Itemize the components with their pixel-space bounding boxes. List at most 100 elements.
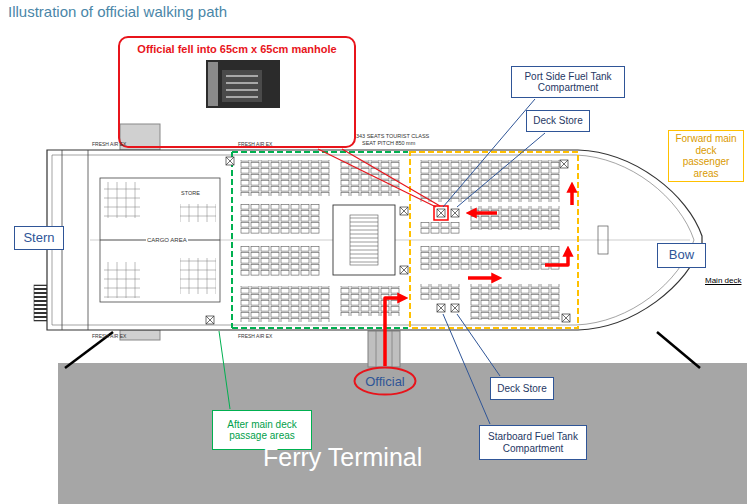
cargo-area — [104, 262, 140, 298]
hatch-symbols — [562, 314, 570, 322]
vent-label: FRESH AIR EX — [238, 334, 272, 339]
hatch-symbols — [437, 304, 445, 312]
seat-rows — [470, 284, 560, 320]
stern-bulkhead — [88, 150, 89, 330]
walking-path — [470, 211, 497, 215]
hatch-symbols — [206, 316, 214, 324]
plan-note: 343 SEATS TOURIST CLASS — [356, 134, 429, 140]
label-box: Stern — [14, 226, 64, 250]
cargo-area — [100, 178, 220, 302]
cargo-area — [104, 182, 140, 218]
hatch-symbols — [560, 160, 568, 168]
leader-line — [219, 331, 230, 409]
gangway — [392, 331, 393, 367]
cargo-area — [180, 204, 216, 222]
terminal-band: Ferry Terminal — [56, 363, 745, 504]
hatch-symbols — [226, 157, 234, 165]
hatch-symbols — [560, 160, 568, 168]
node-text: Ferry Terminal — [263, 443, 422, 472]
stairwell — [350, 215, 378, 265]
walking-path — [468, 276, 498, 280]
node-text: Forward main deck passenger areas — [672, 133, 740, 179]
label-box: Deck Store — [526, 110, 590, 132]
manhole-photo — [226, 75, 258, 77]
node-text: Deck Store — [497, 383, 546, 395]
person-ellipse: Official — [353, 366, 417, 396]
cargo-area — [100, 178, 220, 302]
hull-inner — [52, 155, 694, 325]
node-text: Starboard Fuel Tank Compartment — [484, 431, 582, 454]
seat-rows — [420, 284, 460, 300]
label-box: Starboard Fuel Tank Compartment — [479, 425, 587, 460]
label-box: Port Side Fuel Tank Compartment — [511, 66, 625, 98]
callout-pointer — [318, 149, 436, 207]
hatch-symbols — [562, 314, 570, 322]
seat-rows — [240, 246, 320, 276]
seat-rows — [240, 160, 330, 196]
manhole-highlight — [434, 206, 448, 220]
cargo-area — [180, 258, 216, 294]
room-label: STORE — [180, 190, 201, 198]
plan-note: SEAT PITCH 850 mm — [362, 141, 415, 147]
stairwell — [333, 205, 395, 275]
vent-label: FRESH AIR EX — [238, 142, 272, 147]
leader-lines — [457, 314, 500, 376]
hatch-symbols — [451, 209, 459, 217]
node-text: Deck Store — [533, 115, 582, 127]
manhole-photo — [226, 96, 258, 98]
hatch-symbols — [437, 209, 445, 217]
manhole-photo — [208, 62, 218, 106]
view-label: Main deck — [705, 277, 741, 285]
callout-pointer — [342, 149, 440, 206]
hatch-symbols — [451, 209, 459, 217]
gangway — [376, 331, 377, 367]
manhole-photo — [206, 60, 280, 108]
seat-rows — [240, 204, 320, 234]
stairwell — [333, 205, 395, 275]
callout-pointer — [318, 149, 440, 207]
manhole-photo — [226, 82, 258, 84]
node-text: Port Side Fuel Tank Compartment — [516, 71, 620, 94]
walking-path — [385, 186, 572, 366]
seat-rows — [598, 226, 608, 254]
page-title: Illustration of official walking path — [8, 3, 227, 20]
seat-rows — [420, 246, 560, 270]
stern-ladder — [34, 285, 47, 321]
hull-outline — [47, 150, 702, 330]
node-text: Bow — [669, 248, 694, 263]
after-area-outline — [232, 152, 408, 328]
seat-rows — [470, 206, 560, 230]
seat-rows — [240, 286, 330, 322]
leader-lines — [443, 314, 490, 424]
vent-label: FRESH AIR EX — [92, 334, 126, 339]
label-box: Bow — [657, 243, 706, 268]
mooring-line — [657, 332, 700, 368]
hatch-symbols — [400, 207, 408, 215]
vent-label: FRESH AIR EX — [92, 142, 126, 147]
room-label: CARGO AREA — [146, 236, 188, 244]
leader-lines — [457, 133, 545, 207]
node-text: After main deck passage areas — [217, 419, 307, 442]
seat-rows — [340, 286, 400, 316]
hatch-symbols — [437, 304, 445, 312]
seat-rows — [420, 222, 460, 234]
terminal-ground — [58, 363, 747, 504]
hatch-symbols — [400, 266, 408, 274]
hatch-symbols — [437, 209, 445, 217]
hatch-symbols — [400, 266, 408, 274]
node-text: Official — [365, 374, 405, 389]
callout-box: Official fell into 65cm x 65cm manhole — [118, 36, 356, 148]
hatch-symbols — [451, 304, 459, 312]
seat-rows — [240, 160, 608, 322]
label-box: Deck Store — [490, 377, 554, 400]
leader-lines — [443, 99, 545, 424]
walking-path — [545, 250, 568, 265]
node-text: Official fell into 65cm x 65cm manhole — [137, 43, 336, 55]
area-label-box: Forward main deck passenger areas — [668, 130, 744, 182]
manhole-photo — [222, 70, 262, 102]
hatch-symbols — [451, 304, 459, 312]
node-text: Stern — [23, 231, 54, 246]
hatch-symbols — [400, 207, 408, 215]
walking-path — [385, 298, 404, 366]
